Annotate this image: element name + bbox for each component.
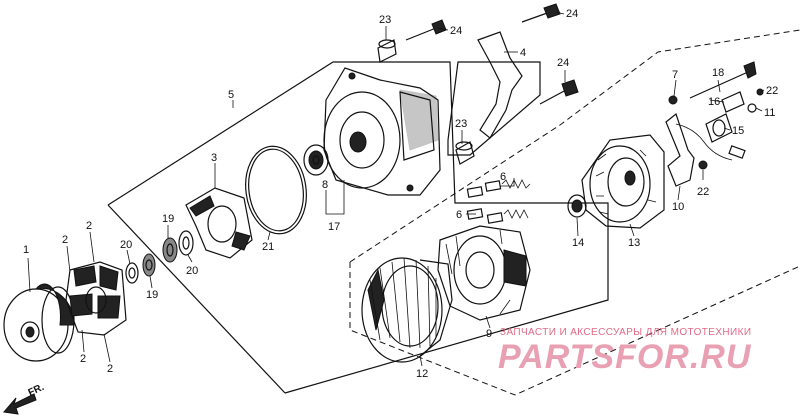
label-24b: 24 [566, 8, 578, 20]
part-rear-housing [581, 134, 665, 229]
label-22b: 22 [697, 186, 709, 198]
label-2d: 2 [107, 363, 113, 375]
label-12: 12 [416, 368, 428, 380]
label-1: 1 [23, 244, 29, 256]
label-6b: 6 [456, 209, 462, 221]
label-5: 5 [228, 89, 234, 101]
label-3: 3 [211, 152, 217, 164]
part-collars [377, 39, 475, 165]
label-16: 16 [708, 96, 720, 108]
leader-lines [27, 11, 765, 367]
label-15: 15 [732, 125, 744, 137]
part-stator [361, 257, 453, 363]
label-19b: 19 [146, 289, 158, 301]
label-9: 9 [486, 328, 492, 340]
label-24a: 24 [450, 25, 462, 37]
part-terminal-plate [665, 112, 695, 187]
part-pulley [3, 283, 75, 362]
label-20b: 20 [186, 265, 198, 277]
part-o-ring [245, 145, 307, 235]
label-2b: 2 [86, 220, 92, 232]
label-23a: 23 [379, 14, 391, 26]
watermark: ЗАПЧАСТИ И АКСЕССУАРЫ ДЛЯ МОТОТЕХНИКИ PA… [498, 327, 752, 376]
part-brush-holder [437, 225, 531, 321]
label-22a: 22 [766, 85, 778, 97]
bracket-frame [447, 61, 541, 156]
label-21: 21 [262, 241, 274, 253]
part-bracket [477, 31, 523, 139]
front-direction-arrow: FR. [3, 382, 46, 415]
part-fan-cover [185, 187, 253, 259]
label-24c: 24 [557, 57, 569, 69]
label-13: 13 [628, 237, 640, 249]
label-18: 18 [712, 67, 724, 79]
label-8: 8 [322, 179, 328, 191]
part-brushes [466, 179, 531, 224]
part-bolts [405, 3, 579, 105]
label-4: 4 [520, 47, 526, 59]
part-front-housing [323, 67, 441, 196]
front-label: FR. [27, 382, 46, 399]
label-20a: 20 [120, 239, 132, 251]
label-14: 14 [572, 237, 584, 249]
watermark-brand: PARTSFOR.RU [498, 338, 752, 376]
main-frame [107, 61, 609, 394]
assembly-frames [107, 29, 800, 396]
part-rotor-claws [65, 261, 127, 336]
part-rear-bearing [567, 194, 587, 218]
watermark-caption: ЗАПЧАСТИ И АКСЕССУАРЫ ДЛЯ МОТОТЕХНИКИ [500, 327, 751, 338]
label-19a: 19 [162, 213, 174, 225]
label-2c: 2 [80, 353, 86, 365]
label-23b: 23 [455, 118, 467, 130]
callout-labels: 1 2 2 2 2 3 4 5 6 6 7 8 9 10 11 12 13 14… [23, 8, 778, 380]
label-10: 10 [672, 201, 684, 213]
rear-cover-frame [349, 262, 800, 396]
label-11: 11 [764, 107, 775, 119]
part-washers [125, 230, 194, 284]
label-2a: 2 [62, 234, 68, 246]
label-6a: 6 [500, 171, 506, 183]
label-17: 17 [328, 221, 340, 233]
label-7: 7 [672, 69, 678, 81]
